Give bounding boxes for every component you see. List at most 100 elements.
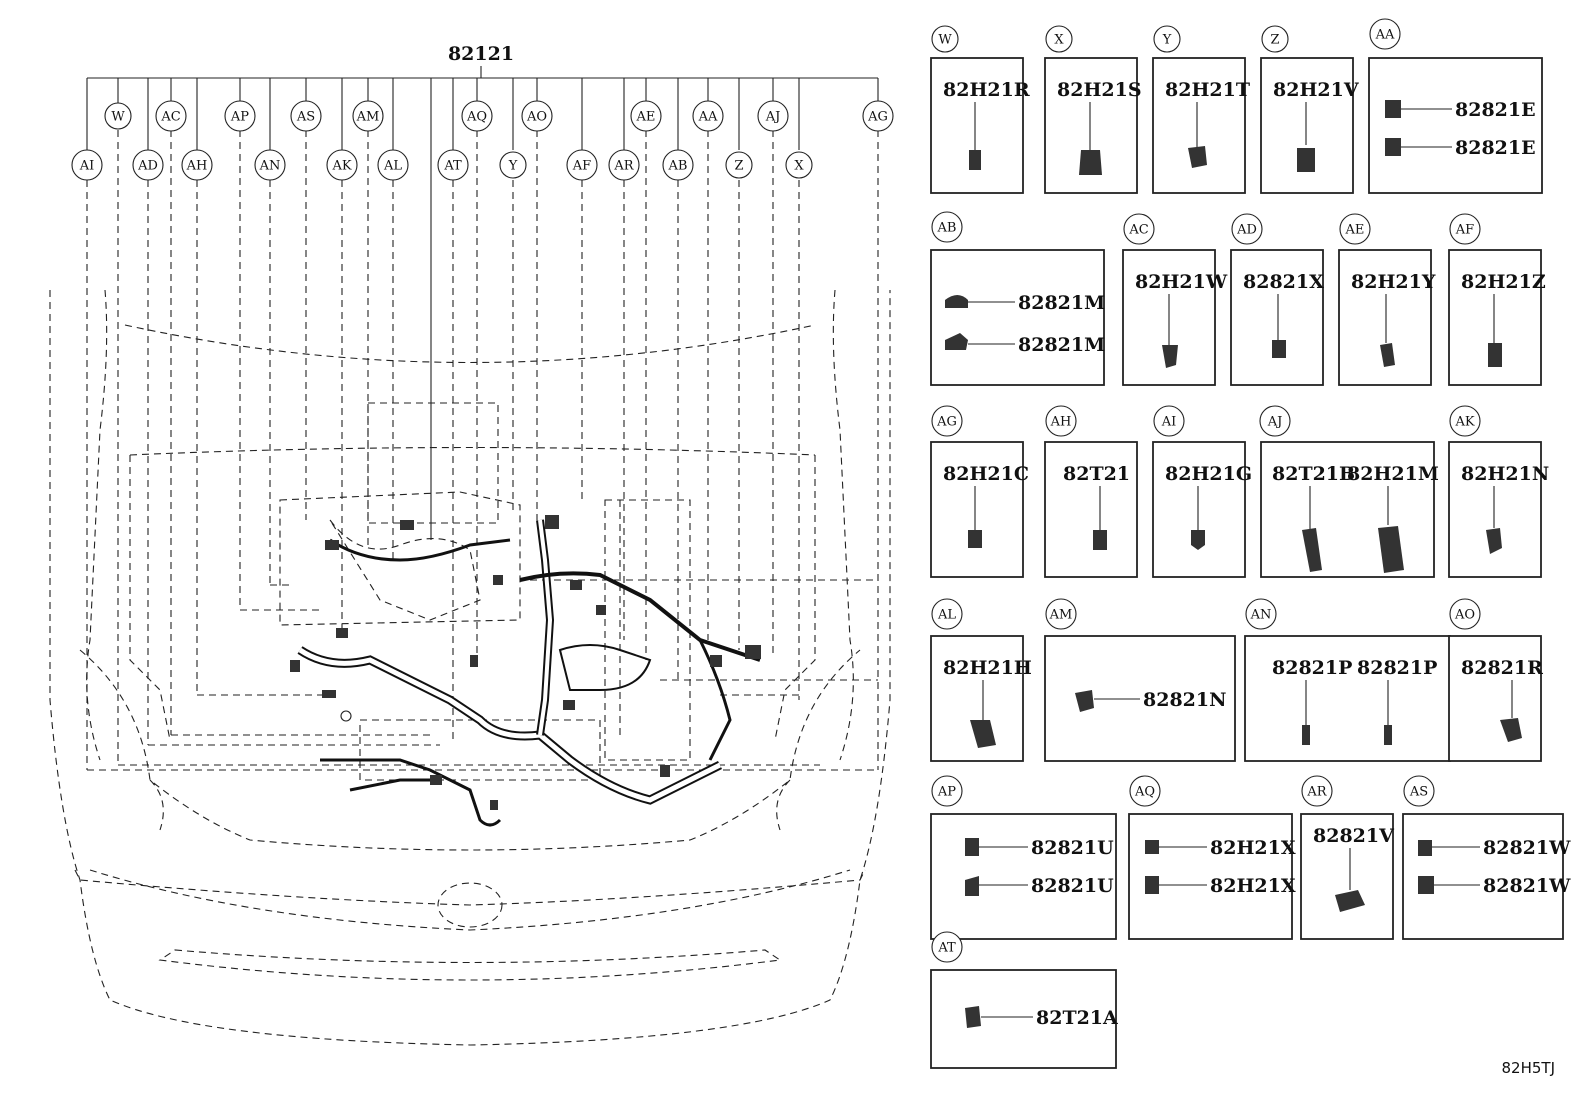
callout-ae: AE xyxy=(630,100,662,132)
svg-text:82821X: 82821X xyxy=(1243,271,1324,293)
svg-text:82821P: 82821P xyxy=(1357,657,1437,679)
svg-text:82H21G: 82H21G xyxy=(1165,463,1252,485)
connector-icon xyxy=(965,1006,981,1028)
connector-icon xyxy=(1188,146,1207,168)
callout-ai: AI xyxy=(71,149,103,181)
svg-text:82821M: 82821M xyxy=(1018,292,1105,314)
detail-box-ad: AD 82821X xyxy=(1230,213,1324,386)
callout-y: Y xyxy=(499,151,527,179)
svg-text:AC: AC xyxy=(160,110,180,125)
connector-icon xyxy=(968,530,982,548)
svg-text:AQ: AQ xyxy=(466,110,487,125)
callout-ag: AG xyxy=(862,100,894,132)
svg-text:AG: AG xyxy=(936,415,957,430)
connector-icon xyxy=(1272,340,1286,358)
detail-box-ai: AI 82H21G xyxy=(1152,405,1252,578)
detail-box-ae: AE 82H21Y xyxy=(1338,213,1436,386)
svg-text:AE: AE xyxy=(1345,223,1365,238)
connector-icon xyxy=(945,295,968,308)
svg-text:AF: AF xyxy=(1455,223,1474,238)
svg-text:AH: AH xyxy=(186,159,208,174)
svg-text:82H21T: 82H21T xyxy=(1165,79,1250,101)
callout-ac: AC xyxy=(155,100,187,132)
detail-box-al: AL 82H21H xyxy=(930,598,1032,762)
detail-box-aa: AA 82821E 82821E xyxy=(1368,18,1543,194)
svg-text:82H21H: 82H21H xyxy=(943,657,1032,679)
detail-box-z: Z 82H21V xyxy=(1260,25,1360,194)
main-harness-part-number: 82121 xyxy=(448,43,514,65)
detail-box-as: AS 82821W 82821W xyxy=(1402,775,1571,940)
svg-text:82821N: 82821N xyxy=(1143,689,1226,711)
callout-x: X xyxy=(785,151,813,179)
detail-box-ag: AG 82H21C xyxy=(930,405,1029,578)
svg-text:82H21Y: 82H21Y xyxy=(1351,271,1436,293)
callout-ao: AO xyxy=(521,100,553,132)
svg-text:82H21R: 82H21R xyxy=(943,79,1030,101)
svg-text:82T21: 82T21 xyxy=(1063,463,1130,485)
detail-box-x: X 82H21S xyxy=(1044,25,1142,194)
detail-box-an: AN 82821P 82821P xyxy=(1244,598,1451,762)
svg-text:82H21W: 82H21W xyxy=(1135,271,1228,293)
connector-icon xyxy=(1384,725,1392,745)
connector-icon xyxy=(1093,530,1107,550)
svg-text:AK: AK xyxy=(331,159,351,174)
callout-aa: AA xyxy=(692,100,724,132)
svg-text:AF: AF xyxy=(572,159,591,174)
svg-text:Z: Z xyxy=(1270,33,1279,48)
svg-text:82821W: 82821W xyxy=(1483,837,1571,859)
svg-text:AM: AM xyxy=(356,110,380,125)
illustration-reference-code: 82H5TJ xyxy=(1502,1059,1556,1077)
connector-icon xyxy=(970,720,996,748)
connector-icon xyxy=(1418,876,1434,894)
connector-icon xyxy=(1162,345,1178,368)
connector-icon xyxy=(1488,343,1502,367)
detail-box-ao: AO 82821R xyxy=(1448,598,1543,762)
svg-text:X: X xyxy=(1054,33,1064,48)
connector-icon xyxy=(945,333,968,350)
connector-icon xyxy=(1335,890,1365,912)
connector-icon xyxy=(1191,530,1205,550)
svg-text:AT: AT xyxy=(937,941,956,956)
callout-z: Z xyxy=(725,151,753,179)
svg-text:AO: AO xyxy=(1454,608,1475,623)
svg-text:82821U: 82821U xyxy=(1031,875,1114,897)
leader-lines xyxy=(86,66,879,771)
detail-box-ap: AP 82821U 82821U xyxy=(930,775,1117,940)
svg-text:AK: AK xyxy=(1454,415,1474,430)
svg-text:Z: Z xyxy=(734,159,743,174)
svg-text:AA: AA xyxy=(1375,28,1395,43)
connector-icon xyxy=(1380,343,1395,367)
callout-ar: AR xyxy=(608,149,640,181)
svg-text:82821V: 82821V xyxy=(1313,825,1395,847)
connector-icon xyxy=(1500,718,1522,742)
engine-harness-illustration xyxy=(279,402,761,827)
detail-box-panel: W 82H21R X 82H21S Y 82H21T Z 82H21V xyxy=(930,18,1571,1069)
svg-text:AS: AS xyxy=(296,110,315,125)
svg-text:82H21M: 82H21M xyxy=(1347,463,1439,485)
callout-as: AS xyxy=(290,100,322,132)
svg-text:AC: AC xyxy=(1128,223,1148,238)
detail-box-ab: AB 82821M 82821M xyxy=(930,211,1105,386)
svg-text:82H21V: 82H21V xyxy=(1273,79,1360,101)
connector-icon xyxy=(1079,150,1102,175)
connector-icon xyxy=(965,838,979,856)
connector-icon xyxy=(1378,526,1404,573)
callout-ak: AK xyxy=(326,149,358,181)
callout-an: AN xyxy=(254,149,286,181)
detail-box-aq: AQ 82H21X 82H21X xyxy=(1128,775,1296,940)
svg-text:AJ: AJ xyxy=(1267,415,1283,430)
svg-text:AS: AS xyxy=(1409,785,1428,800)
detail-box-w: W 82H21R xyxy=(930,25,1030,194)
callout-aq: AQ xyxy=(461,100,493,132)
callout-am: AM xyxy=(352,100,384,132)
connector-icon xyxy=(1385,138,1401,156)
svg-text:82H21S: 82H21S xyxy=(1057,79,1142,101)
callout-row-top: W AC AP AS AM AQ AO AE AA AJ AG xyxy=(104,100,894,132)
svg-text:X: X xyxy=(794,159,804,174)
callout-ah: AH xyxy=(181,149,213,181)
callout-aj: AJ xyxy=(757,100,789,132)
detail-box-aj: AJ 82T21B 82H21M xyxy=(1259,405,1439,578)
connector-icon xyxy=(1302,725,1310,745)
svg-text:AN: AN xyxy=(259,159,281,174)
svg-text:AR: AR xyxy=(1306,785,1327,800)
